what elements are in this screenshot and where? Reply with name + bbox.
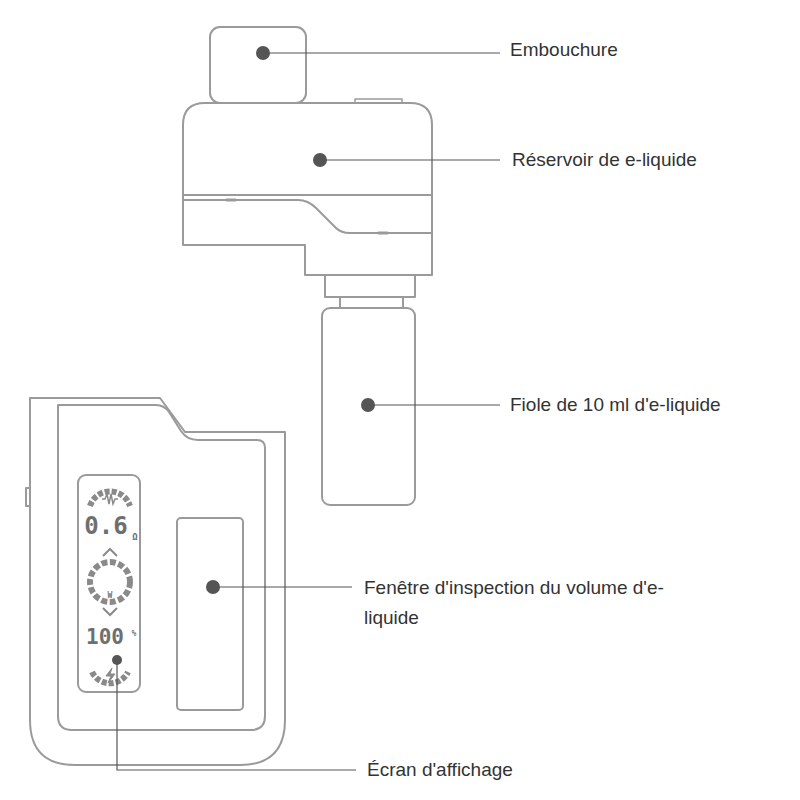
leader-line	[320, 159, 500, 160]
tank-mark	[378, 232, 388, 235]
leader-line	[368, 404, 500, 405]
power-ring	[90, 562, 130, 602]
lcd-unit: Ω	[132, 532, 137, 542]
vial	[322, 308, 415, 505]
lcd-battery: 100	[86, 625, 124, 649]
tank-ridge	[355, 99, 402, 103]
device-panel	[58, 405, 265, 730]
down-chevron	[103, 608, 117, 615]
vial-neck	[325, 275, 415, 297]
lcd-arc	[90, 491, 130, 506]
tank-mark	[226, 199, 236, 202]
side-button	[26, 488, 30, 506]
up-chevron	[103, 549, 117, 556]
display-screen	[78, 475, 140, 692]
inspection-window	[177, 518, 243, 710]
tank-top	[183, 103, 432, 195]
coil-icon	[102, 494, 118, 504]
part-label: Fiole de 10 ml d'e-liquide	[510, 394, 721, 416]
leader-line	[263, 52, 500, 53]
part-label: Embouchure	[510, 39, 618, 61]
lcd-unit: W	[108, 591, 113, 600]
part-label: Réservoir de e-liquide	[512, 149, 697, 171]
tank-base	[183, 195, 432, 275]
lcd-resistance: 0.6	[84, 513, 127, 541]
leader-line	[213, 586, 352, 587]
part-label: Fenêtre d'inspection du volume d'e-liqui…	[364, 573, 684, 633]
leader-line	[117, 660, 356, 770]
tank-step-line	[183, 200, 432, 233]
mouthpiece	[210, 27, 306, 103]
vial-cap	[340, 297, 403, 308]
battery-bolt	[106, 668, 115, 683]
part-label: Écran d'affichage	[367, 759, 513, 781]
device-body	[30, 398, 285, 765]
lcd-unit: %	[132, 629, 137, 638]
